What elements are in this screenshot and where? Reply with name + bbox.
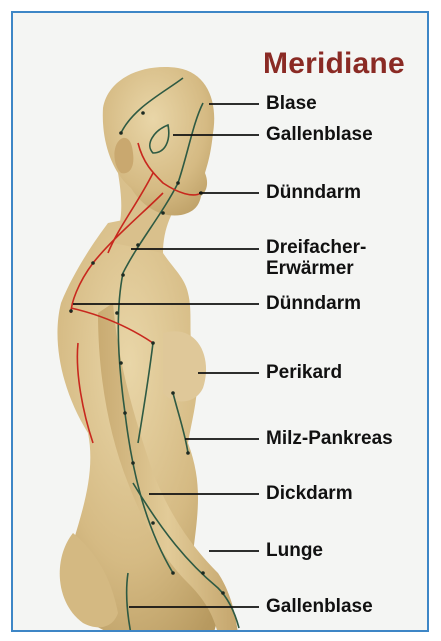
label-blase: Blase [266,94,317,114]
label-milz-pankreas: Milz-Pankreas [266,429,393,449]
diagram-title: Meridiane [263,47,405,81]
body-figure [13,13,429,632]
label-lunge: Lunge [266,541,323,561]
label-dickdarm: Dickdarm [266,484,353,504]
label-gallenblase: Gallenblase [266,125,373,145]
label-duenndarm: Dünndarm [266,183,361,203]
label-perikard: Perikard [266,363,342,383]
label-duenndarm-2: Dünndarm [266,294,361,314]
breast-shape [163,331,206,401]
label-erwaermer: Erwärmer [266,259,354,279]
label-dreifacher: Dreifacher- [266,238,366,258]
diagram-frame: Meridiane Blase Gallenblase Dünndarm Dre… [11,11,429,632]
label-gallenblase-2: Gallenblase [266,597,373,617]
